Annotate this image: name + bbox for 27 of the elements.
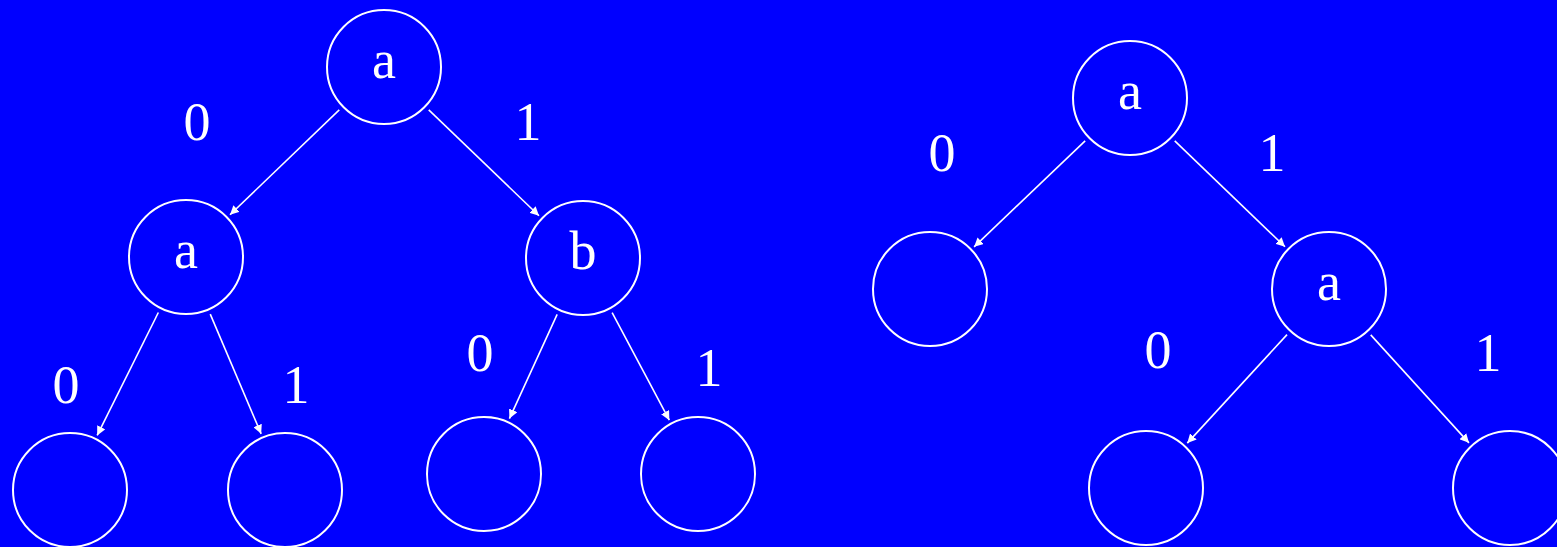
node-label: b <box>569 224 597 278</box>
tree-node-circle <box>227 432 343 547</box>
tree-node-circle <box>525 200 641 316</box>
node-label: a <box>372 33 396 87</box>
arrow <box>96 311 160 437</box>
tree-node-circle <box>326 9 442 125</box>
arrow <box>1186 333 1288 444</box>
node-label: a <box>1317 255 1341 309</box>
tree-node-circle <box>426 416 542 532</box>
tree-node-circle <box>128 199 244 315</box>
arrow <box>209 313 262 435</box>
tree-node-circle <box>1072 40 1188 156</box>
tree-node-circle <box>1088 430 1204 546</box>
tree-node-circle <box>1452 430 1557 546</box>
node-label: a <box>174 223 198 277</box>
arrow <box>1173 140 1286 248</box>
arrow <box>427 109 540 217</box>
tree-node-circle <box>872 231 988 347</box>
arrow <box>508 313 558 420</box>
node-label: a <box>1118 64 1142 118</box>
arrow <box>229 109 341 216</box>
tree-node-circle <box>640 416 756 532</box>
tree-node-circle <box>12 432 128 547</box>
arrow <box>611 311 671 421</box>
tree-node-circle <box>1271 231 1387 347</box>
arrow <box>973 140 1086 248</box>
arrow <box>1369 334 1470 444</box>
